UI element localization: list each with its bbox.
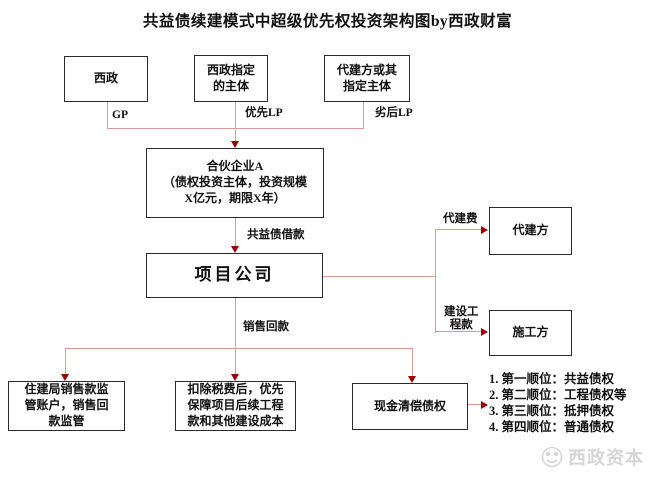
arrowhead-into-constructor bbox=[481, 327, 488, 336]
arrowhead-into-tax-deduction bbox=[231, 374, 239, 381]
node-project-company: 项目公司 bbox=[146, 253, 323, 298]
arrowhead-into-project-company bbox=[231, 246, 239, 253]
edge-label-construction-payment: 建设工 程款 bbox=[444, 306, 479, 332]
watermark: 西政资本 bbox=[541, 444, 644, 470]
priority-item-2: 2. 第二顺位：工程债权等 bbox=[489, 388, 627, 402]
node-agent-builder-entity: 代建方或其 指定主体 bbox=[324, 55, 410, 102]
arrowhead-into-agent-builder bbox=[481, 225, 488, 234]
watermark-logo-icon bbox=[541, 446, 563, 468]
priority-item-3: 3. 第三顺位：抵押债权 bbox=[489, 404, 615, 418]
edge-label-gp: GP bbox=[112, 109, 128, 121]
node-cash-repayment: 现金清偿债权 bbox=[352, 383, 468, 430]
arrowhead-into-priority-list bbox=[481, 400, 488, 409]
node-constructor: 施工方 bbox=[489, 310, 572, 356]
node-xizheng: 西政 bbox=[64, 56, 148, 102]
edge-label-sales-proceeds: 销售回款 bbox=[243, 321, 289, 333]
connector-junior-drop bbox=[363, 102, 365, 129]
connector-sales-drop bbox=[235, 298, 237, 375]
connector-bottom-spread bbox=[65, 348, 413, 350]
node-designated-entity: 西政指定 的主体 bbox=[194, 55, 268, 102]
connector-right-vertical bbox=[435, 229, 437, 333]
node-tax-deduction: 扣除税费后，优先 保障项目后续工程 款和其他建设成本 bbox=[175, 381, 296, 431]
priority-item-4: 4. 第四顺位：普通债权 bbox=[489, 420, 615, 434]
diagram-title: 共益债续建模式中超级优先权投资架构图by西政财富 bbox=[142, 13, 513, 30]
connector-loan-line bbox=[235, 218, 237, 246]
edge-label-agency-fee: 代建费 bbox=[443, 213, 478, 225]
connector-regulator-drop bbox=[65, 348, 67, 375]
arrowhead-into-regulator bbox=[61, 374, 69, 381]
edge-label-senior-lp: 优先LP bbox=[245, 107, 283, 119]
connector-cash-drop bbox=[412, 348, 414, 377]
priority-list: 1. 第一顺位：共益债权 2. 第二顺位：工程债权等 3. 第三顺位：抵押债权 … bbox=[489, 371, 627, 435]
edge-label-junior-lp: 劣后LP bbox=[375, 107, 413, 119]
node-regulator-account: 住建局销售款监 管账户，销售回 款监管 bbox=[8, 381, 125, 431]
connector-gp-drop bbox=[107, 102, 109, 129]
connector-to-constructor bbox=[435, 331, 482, 333]
connector-right-branch bbox=[323, 276, 436, 278]
node-partnership: 合伙企业A （债权投资主体，投资规模 X亿元，期限X年） bbox=[146, 148, 324, 218]
priority-item-1: 1. 第一顺位：共益债权 bbox=[489, 372, 615, 386]
arrowhead-into-partnership bbox=[231, 141, 239, 148]
node-agent-builder: 代建方 bbox=[489, 207, 572, 255]
edge-label-common-benefit-loan: 共益债借款 bbox=[247, 229, 305, 241]
connector-merge-line bbox=[107, 128, 364, 130]
connector-center-drop bbox=[235, 102, 237, 142]
connector-to-agent-builder bbox=[435, 229, 482, 231]
arrowhead-into-cash-repayment bbox=[408, 376, 416, 383]
connector-to-priority-list bbox=[468, 404, 482, 406]
watermark-text: 西政资本 bbox=[568, 448, 644, 468]
